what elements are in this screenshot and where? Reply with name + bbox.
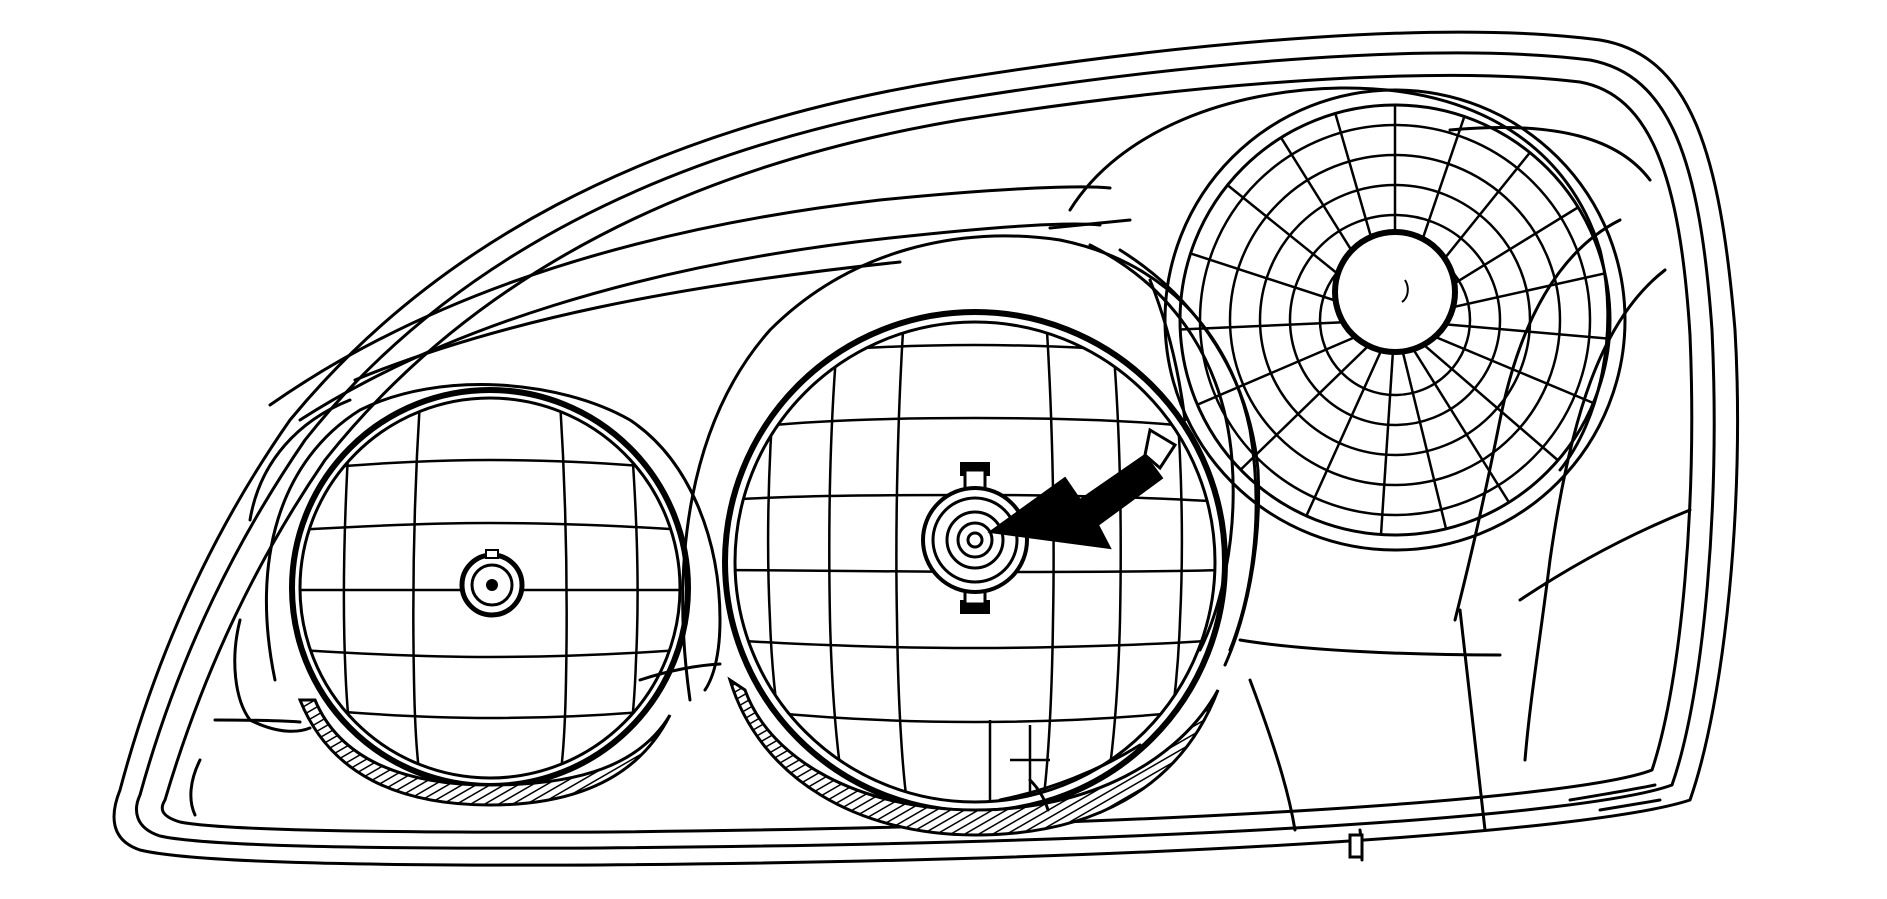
housing-outer	[112, 30, 1740, 867]
low-beam-bezel	[213, 383, 722, 733]
low-beam-lower-trim	[297, 698, 672, 807]
high-beam-bezel	[681, 218, 1261, 702]
callout-arrow	[987, 427, 1178, 550]
right-reflector	[1068, 86, 1627, 552]
high-beam-bulb	[921, 462, 1029, 614]
right-reflector-center	[1332, 229, 1458, 355]
lower-housing-details	[189, 743, 1662, 859]
high-beam-lower-trim	[727, 676, 1220, 837]
upper-bezel	[268, 126, 1692, 862]
low-beam-bulb	[459, 549, 525, 618]
